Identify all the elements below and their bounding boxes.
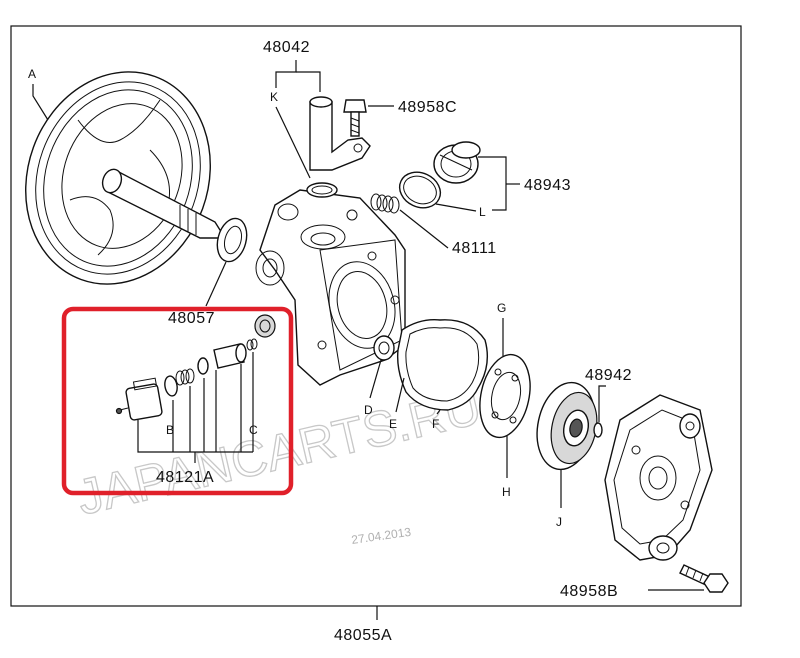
label-letter-e: E [389, 417, 397, 431]
gasket-e-part[interactable] [396, 319, 488, 411]
label-letter-k: K [270, 90, 278, 104]
leader-l [435, 203, 477, 212]
date-stamp: 27.04.2013 [350, 525, 412, 547]
leader-d [369, 359, 382, 399]
label-letter-l: L [479, 205, 486, 219]
label-48958c: 48958C [398, 99, 457, 116]
cam-ring-part[interactable] [473, 350, 537, 442]
rotor-part[interactable] [529, 377, 603, 475]
gasket-d-part[interactable] [373, 335, 395, 361]
label-letter-d: D [364, 403, 373, 417]
label-letter-a: A [28, 67, 36, 81]
highlight-box [61, 306, 294, 496]
label-48057: 48057 [168, 310, 215, 327]
pulley-part[interactable] [0, 46, 240, 311]
diagram-frame [10, 25, 742, 607]
leader-48057 [205, 261, 227, 307]
leader-48111 [399, 209, 449, 249]
o-ring-k-part[interactable] [306, 182, 338, 198]
label-letter-j: J [556, 515, 562, 529]
label-48042: 48042 [263, 39, 310, 56]
leader-48042-left [275, 60, 297, 88]
leader-48121a-bar [137, 420, 253, 453]
rear-cover-part[interactable] [604, 394, 713, 561]
leader-e [395, 377, 405, 413]
leader-k [275, 106, 311, 179]
oil-seal-part[interactable] [213, 215, 251, 265]
label-48121a: 48121A [156, 469, 214, 486]
label-48942: 48942 [585, 367, 632, 384]
label-letter-b: B [166, 423, 174, 437]
assembly-number-label: 48055A [334, 627, 392, 644]
flow-valve-kit-part[interactable] [115, 314, 276, 421]
label-48943: 48943 [524, 177, 571, 194]
reservoir-cap-part[interactable] [433, 141, 481, 184]
label-letter-g: G [497, 301, 506, 315]
bolt-48958c-part[interactable] [343, 99, 367, 137]
leader-48042-right [296, 71, 321, 92]
label-letter-h: H [502, 485, 511, 499]
suction-pipe-part[interactable] [309, 96, 371, 171]
leader-f [436, 409, 441, 415]
o-ring-48942-part[interactable] [593, 422, 603, 438]
o-ring-l-part[interactable] [394, 166, 446, 215]
label-letter-f: F [432, 417, 439, 431]
leader-48943-bracket [478, 156, 507, 211]
label-letter-c: C [249, 423, 258, 437]
spring-48111-part[interactable] [370, 193, 400, 214]
bolt-48958b-part[interactable] [679, 564, 729, 593]
label-48111: 48111 [452, 240, 497, 257]
label-48958b: 48958B [560, 583, 618, 600]
leader-48942 [598, 385, 606, 422]
leader-a [32, 84, 49, 121]
